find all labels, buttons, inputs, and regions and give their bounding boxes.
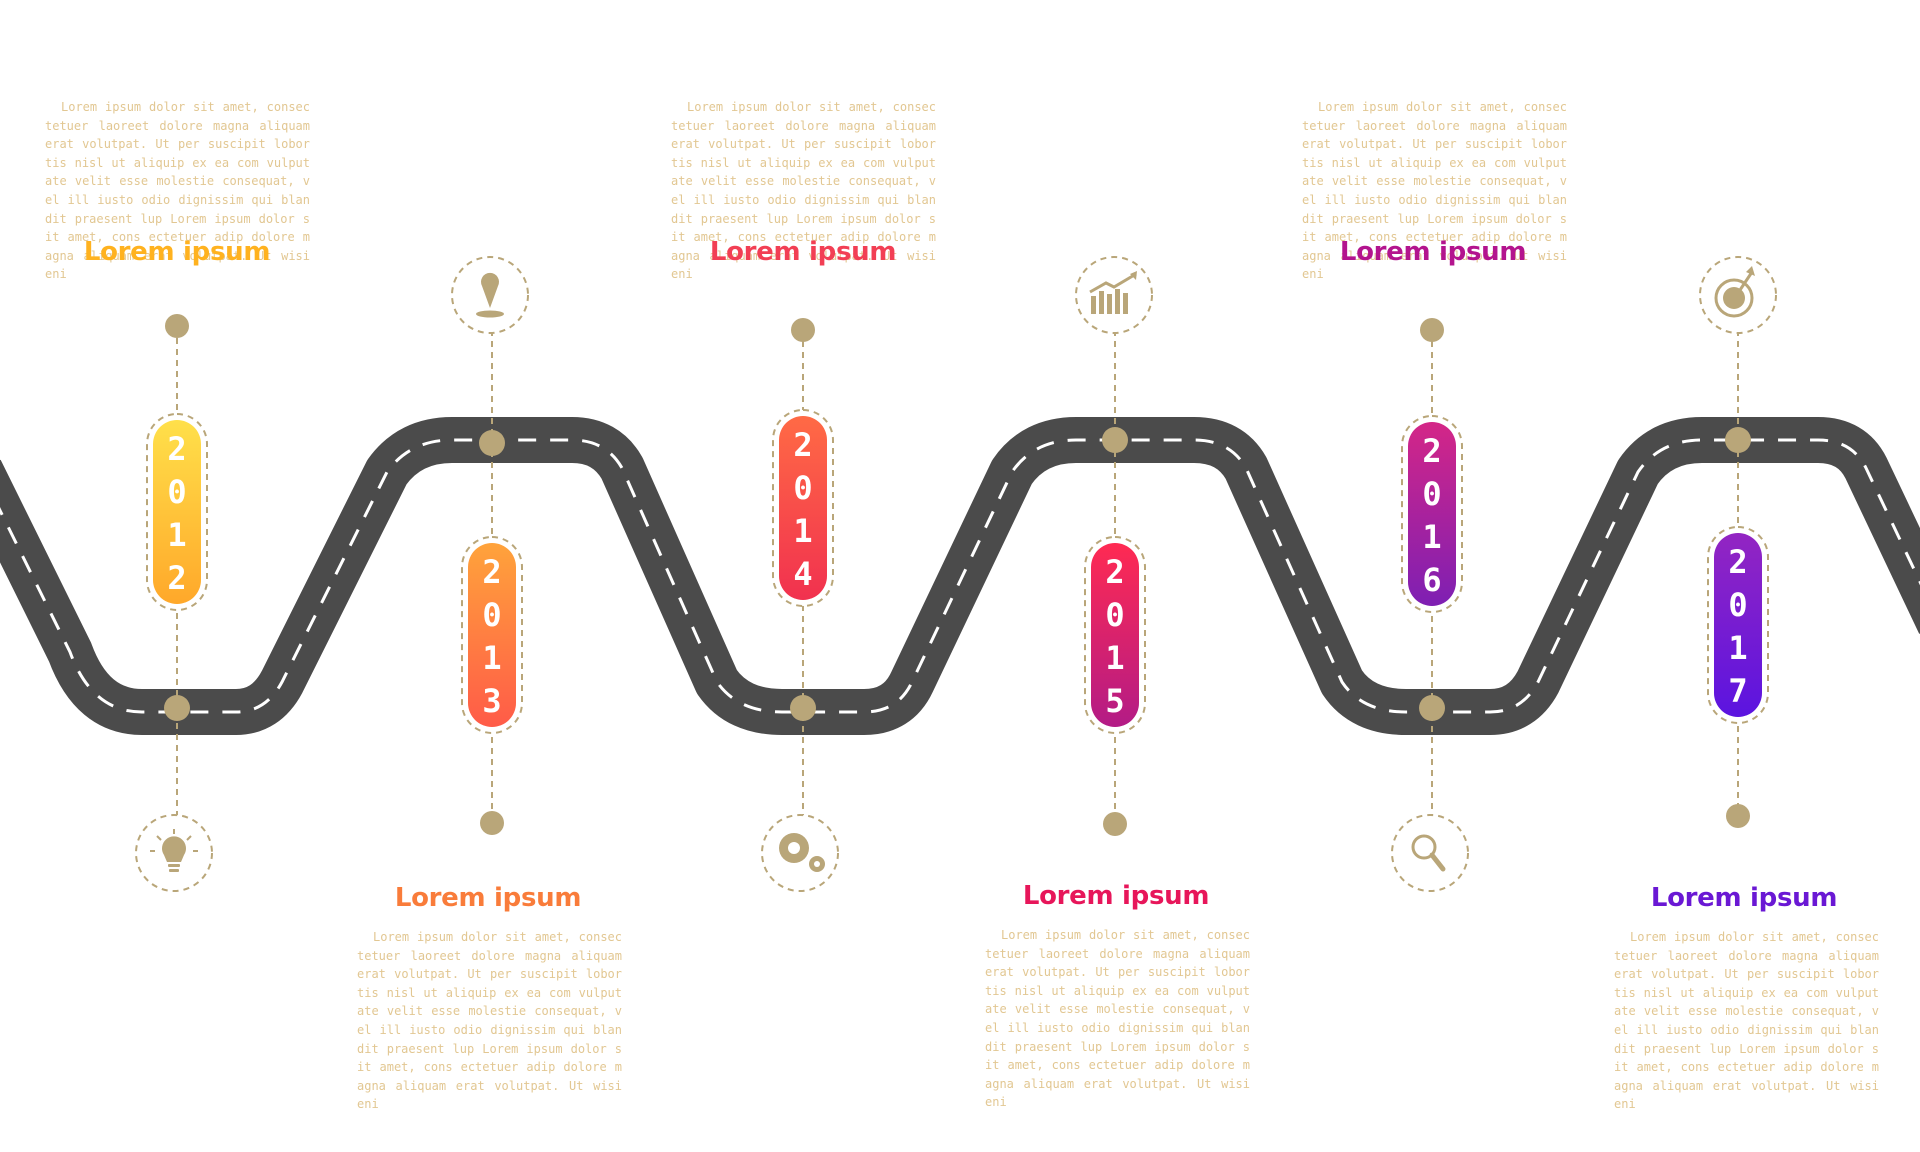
dot-2016-top [1420,318,1444,342]
year-digit: 5 [1105,682,1124,720]
year-digit: 2 [167,430,186,468]
description-2013: Lorem ipsum dolor sit amet, consectetuer… [357,930,622,1112]
year-digit: 2 [1422,432,1441,470]
year-digit: 2 [1105,553,1124,591]
year-digit: 2 [482,553,501,591]
year-pill-body [1714,533,1762,717]
year-digit: 0 [1728,586,1747,624]
year-digit: 1 [1728,629,1747,667]
year-digit: 0 [1105,596,1124,634]
junction-2015 [1102,427,1128,453]
title-2016: Lorem ipsum [1339,237,1527,267]
year-digit: 0 [482,596,501,634]
year-digit: 1 [167,516,186,554]
dot-2017-bottom [1726,804,1750,828]
year-digit: 0 [1422,475,1441,513]
dot-2015-bottom [1103,812,1127,836]
description-2015: Lorem ipsum dolor sit amet, consectetuer… [985,928,1250,1110]
dot-2012-top [165,314,189,338]
year-digit: 6 [1422,561,1441,599]
year-pill-body [153,420,201,604]
year-digit: 2 [793,426,812,464]
year-digit: 0 [167,473,186,511]
year-digit: 7 [1728,672,1747,710]
title-2013: Lorem ipsum [394,883,582,913]
year-pill-body [468,543,516,727]
year-digit: 4 [793,555,812,593]
year-digit: 1 [482,639,501,677]
gears-icon [779,833,825,872]
lightbulb-icon [150,829,198,872]
connector-dots [164,314,1751,836]
year-digit: 3 [482,682,501,720]
description-2017: Lorem ipsum dolor sit amet, consectetuer… [1614,930,1879,1112]
year-digit: 2 [167,559,186,597]
icon-ring-2015 [1075,256,1153,334]
dot-2013-bottom [480,811,504,835]
title-2012: Lorem ipsum [83,237,271,267]
road-body [0,417,1920,735]
year-digit: 1 [1105,639,1124,677]
title-2014: Lorem ipsum [709,237,897,267]
year-digit: 1 [793,512,812,550]
junction-2014 [790,695,816,721]
year-pill-body [1408,422,1456,606]
growth-chart-icon [1089,271,1137,314]
junction-2012 [164,695,190,721]
year-pill-body [779,416,827,600]
title-2017: Lorem ipsum [1650,883,1838,913]
dot-2014-top [791,318,815,342]
year-digit: 1 [1422,518,1441,556]
year-digit: 2 [1728,543,1747,581]
year-digit: 0 [793,469,812,507]
target-icon [1714,266,1755,318]
location-pin-icon [476,272,504,318]
junction-2013 [479,430,505,456]
magnifier-icon [1411,834,1446,872]
description-2012: Lorem ipsum dolor sit amet, consectetuer… [45,100,310,282]
road-center-dashes [0,438,1920,714]
description-2016: Lorem ipsum dolor sit amet, consectetuer… [1302,100,1567,282]
junction-2017 [1725,427,1751,453]
year-pill-body [1091,543,1139,727]
road [0,417,1920,735]
junction-2016 [1419,695,1445,721]
title-2015: Lorem ipsum [1022,881,1210,911]
description-2014: Lorem ipsum dolor sit amet, consectetuer… [671,100,936,282]
